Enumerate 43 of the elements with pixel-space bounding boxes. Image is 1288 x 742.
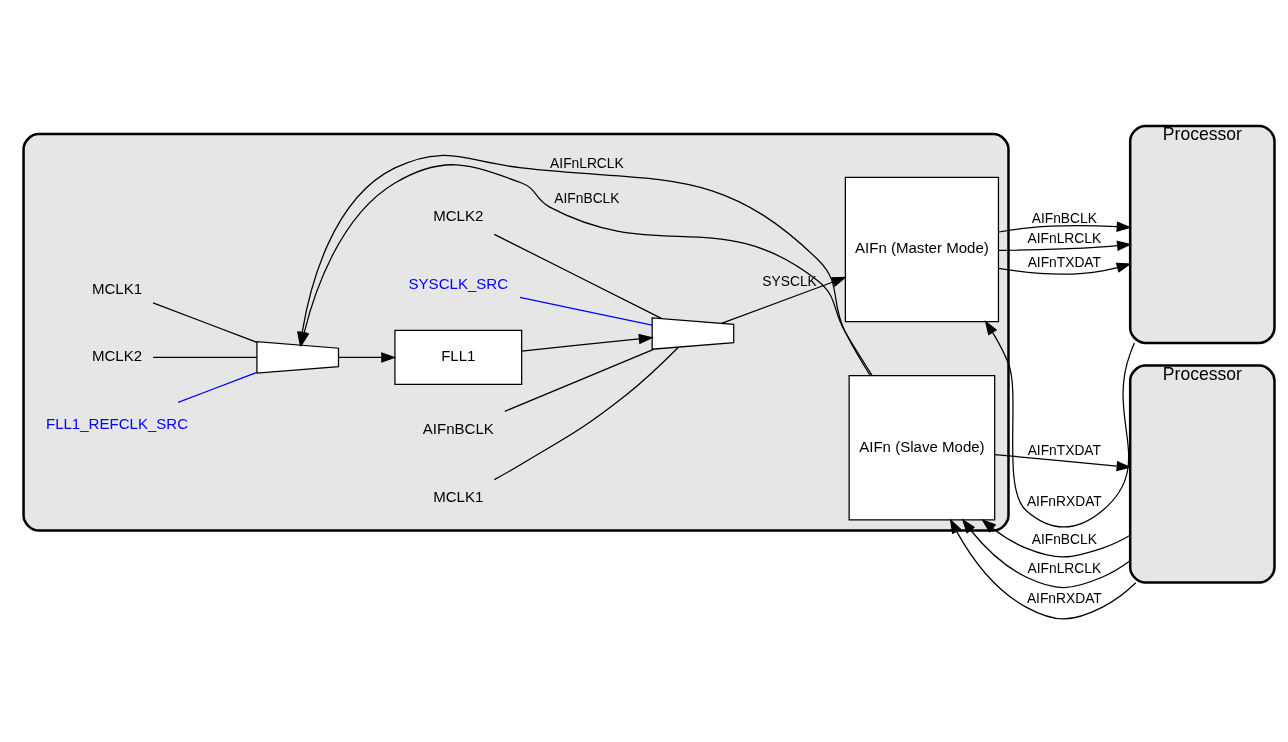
connector: [519, 296, 653, 326]
edge-label: AIFnLRCLK: [1027, 560, 1102, 576]
node-text: SYSCLK_SRC: [408, 274, 509, 292]
node-box: FLL1: [394, 329, 523, 385]
node-text: MCLK1: [91, 279, 143, 297]
arrow: [998, 220, 1132, 233]
edge-label: AIFnBCLK: [1031, 210, 1097, 226]
arrow: [981, 518, 1131, 558]
connector: [493, 346, 680, 480]
edge-label: AIFnBCLK: [554, 190, 620, 206]
arrow: [720, 276, 847, 324]
node-box: AIFn (Master Mode): [844, 176, 1000, 322]
arrow: [521, 333, 654, 352]
node-box: Processor: [1128, 363, 1276, 584]
node-text: MCLK1: [433, 487, 484, 505]
node-box: Processor: [1128, 124, 1276, 344]
edge-label: SYSCLK: [762, 273, 817, 289]
edge-label: AIFnLRCLK: [1027, 230, 1102, 246]
connector: [152, 356, 258, 358]
connector: [152, 301, 258, 343]
edge-label: AIFnRXDAT: [1026, 493, 1102, 509]
connector: [504, 348, 655, 412]
node-text: FLL1_REFCLK_SRC: [45, 414, 189, 432]
arrow: [961, 518, 1131, 588]
edge-label: AIFnRXDAT: [1026, 590, 1102, 606]
node-trapezoid: [256, 340, 340, 374]
node-text: MCLK2: [91, 346, 143, 364]
node-text: AIFnBCLK: [422, 419, 494, 437]
arrow: [949, 517, 1137, 620]
node-box: AIFn (Slave Mode): [848, 374, 996, 520]
arrow: [994, 453, 1132, 471]
edge-label: AIFnTXDAT: [1027, 442, 1101, 458]
connector: [493, 233, 663, 319]
edge-label: AIFnLRCLK: [550, 155, 624, 171]
connector: [177, 371, 258, 403]
edge-label: AIFnTXDAT: [1027, 254, 1101, 270]
arrow: [997, 262, 1132, 275]
edge-label: AIFnBCLK: [1031, 531, 1097, 547]
node-text: MCLK2: [433, 206, 484, 224]
node-trapezoid: [651, 316, 735, 350]
arrow: [998, 240, 1133, 251]
arrow: [984, 319, 1135, 528]
arrow: [338, 351, 397, 363]
